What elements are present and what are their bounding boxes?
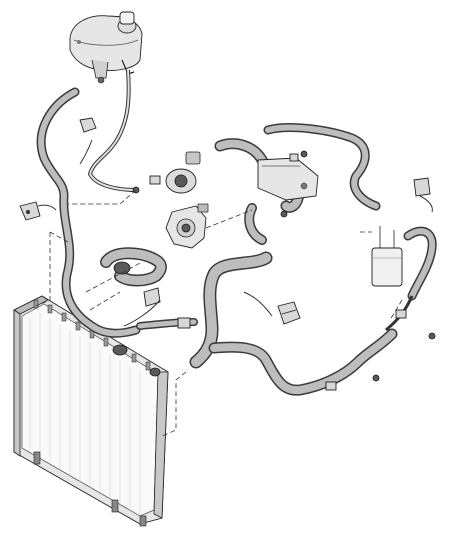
- clip-icon: [149, 175, 161, 185]
- water-outlet-housing-icon: [165, 151, 319, 201]
- clip-icon: [19, 201, 41, 221]
- bolt-icon: [428, 332, 436, 340]
- hose-clips: [19, 117, 431, 391]
- bolt-icon: [372, 374, 380, 382]
- clip-icon: [277, 301, 301, 325]
- radiator-icon: [13, 295, 169, 527]
- hose-icon: [208, 328, 398, 396]
- clip-icon: [395, 309, 407, 319]
- clip-icon: [325, 381, 337, 391]
- hose-assemblies: [36, 87, 437, 396]
- clip-icon: [413, 177, 431, 197]
- assembly-guide-lines: [35, 139, 433, 437]
- hose-icon: [36, 87, 141, 338]
- clip-icon: [79, 117, 97, 133]
- clip-icon: [143, 287, 161, 307]
- expansion-tank-icon: [69, 11, 143, 84]
- hose-icon: [244, 203, 267, 245]
- clip-icon: [177, 317, 191, 329]
- hose-icon: [189, 251, 273, 369]
- hose-icon: [403, 226, 437, 301]
- bolt-icon: [300, 150, 308, 158]
- clip-icon: [289, 153, 299, 162]
- oil-cooler-icon: [371, 226, 403, 287]
- bolt-icon: [280, 210, 288, 218]
- thermostat-housing-icon: [100, 203, 209, 287]
- hose-icon: [263, 123, 381, 211]
